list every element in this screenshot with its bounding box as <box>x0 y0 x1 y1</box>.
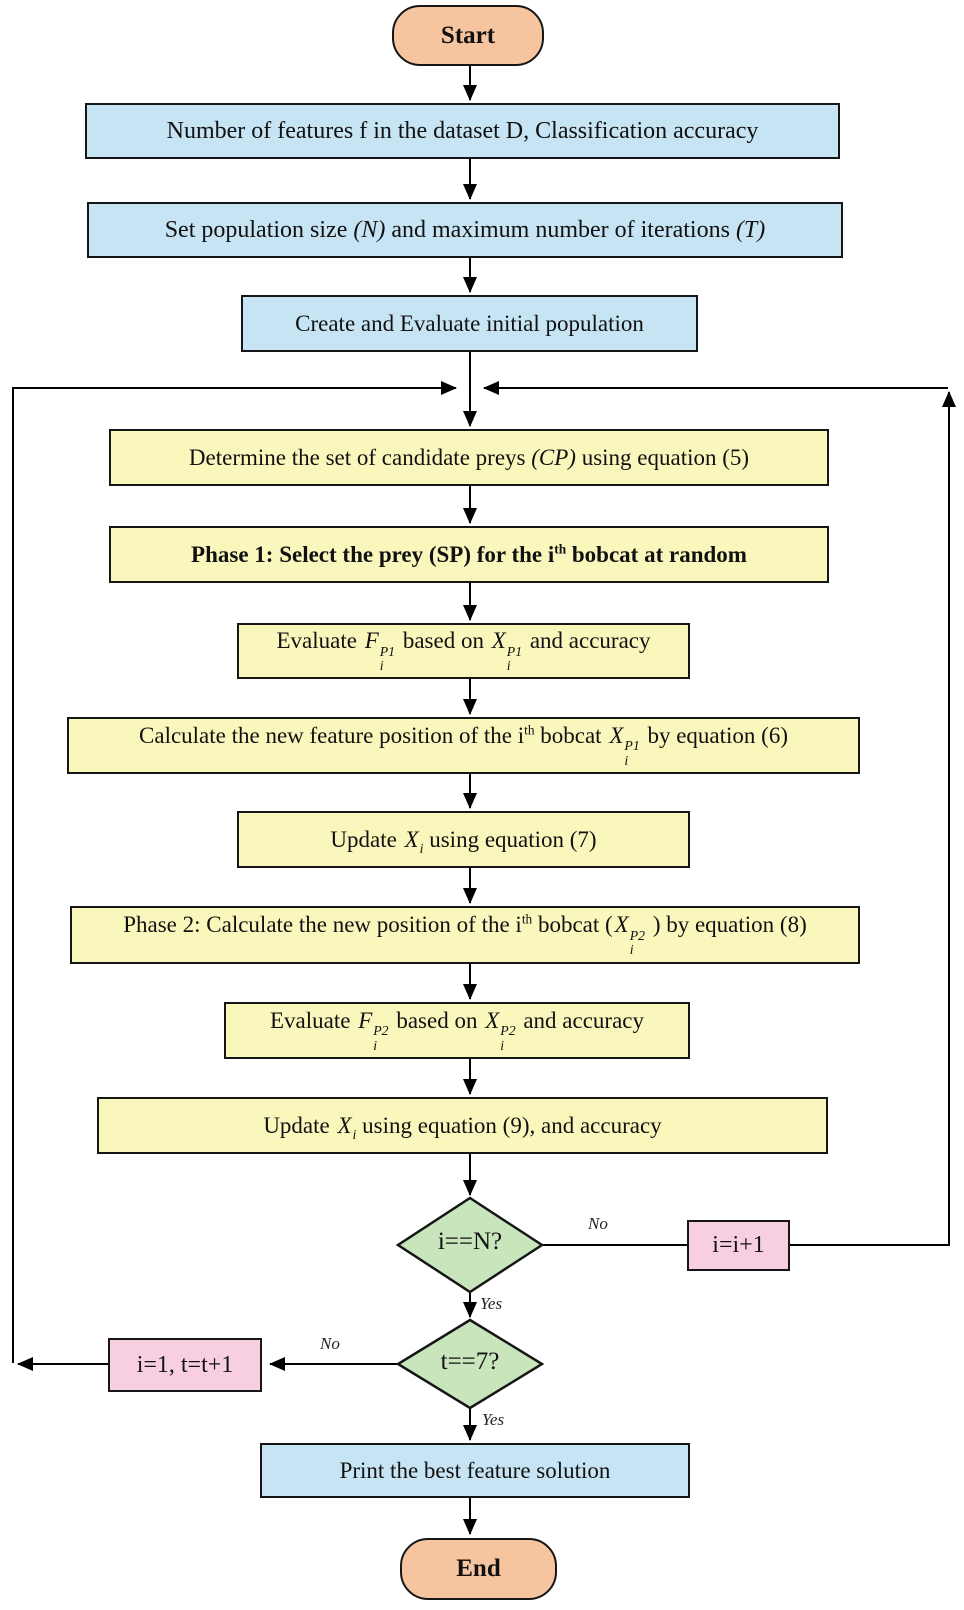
decision-i-equals-n-shape <box>395 1196 545 1294</box>
start-label: Start <box>440 21 496 49</box>
phase1-label: Phase 1: Select the prey (SP) for the it… <box>191 541 747 567</box>
decision-i-equals-n-label: i==N? <box>437 1228 503 1255</box>
update-x-eq7-node: Update Xi using equation (7) <box>237 811 690 868</box>
reset-i-increment-t-node: i=1, t=t+1 <box>108 1338 262 1392</box>
edge-label-no-i: No <box>588 1214 608 1233</box>
population-node: Set population size (N) and maximum numb… <box>87 202 843 258</box>
update-x-eq9-node: Update Xi using equation (9), and accura… <box>97 1097 828 1154</box>
print-solution-node: Print the best feature solution <box>260 1443 690 1498</box>
end-label: End <box>456 1555 501 1583</box>
candidate-preys-node: Determine the set of candidate preys (CP… <box>109 429 829 486</box>
update-x-eq7-label: Update Xi using equation (7) <box>330 826 597 857</box>
create-population-node: Create and Evaluate initial population <box>241 295 698 352</box>
update-x-eq9-label: Update Xi using equation (9), and accura… <box>263 1112 662 1143</box>
end-node: End <box>400 1538 557 1600</box>
calculate-position-p1-label: Calculate the new feature position of th… <box>139 722 788 768</box>
edge-label-no-t: No <box>320 1334 340 1353</box>
decision-t-equals-t-label: t==7? <box>440 1348 500 1375</box>
calculate-position-p1-node: Calculate the new feature position of th… <box>67 717 860 774</box>
edge-label-yes-i: Yes <box>480 1294 503 1313</box>
features-node: Number of features f in the dataset D, C… <box>85 103 840 159</box>
print-solution-label: Print the best feature solution <box>339 1457 611 1483</box>
phase1-node: Phase 1: Select the prey (SP) for the it… <box>109 526 829 583</box>
phase2-node: Phase 2: Calculate the new position of t… <box>70 906 860 964</box>
decision-t-equals-t-shape <box>395 1318 545 1410</box>
features-label: Number of features f in the dataset D, C… <box>166 117 759 144</box>
population-label: Set population size (N) and maximum numb… <box>164 216 766 243</box>
increment-i-label: i=i+1 <box>712 1232 765 1259</box>
start-node: Start <box>392 5 544 66</box>
phase2-label: Phase 2: Calculate the new position of t… <box>123 911 807 958</box>
create-population-label: Create and Evaluate initial population <box>295 310 644 336</box>
reset-i-increment-t-label: i=1, t=t+1 <box>136 1351 234 1378</box>
candidate-preys-label: Determine the set of candidate preys (CP… <box>188 444 750 470</box>
increment-i-node: i=i+1 <box>687 1220 790 1271</box>
edge-label-yes-t: Yes <box>482 1410 505 1429</box>
